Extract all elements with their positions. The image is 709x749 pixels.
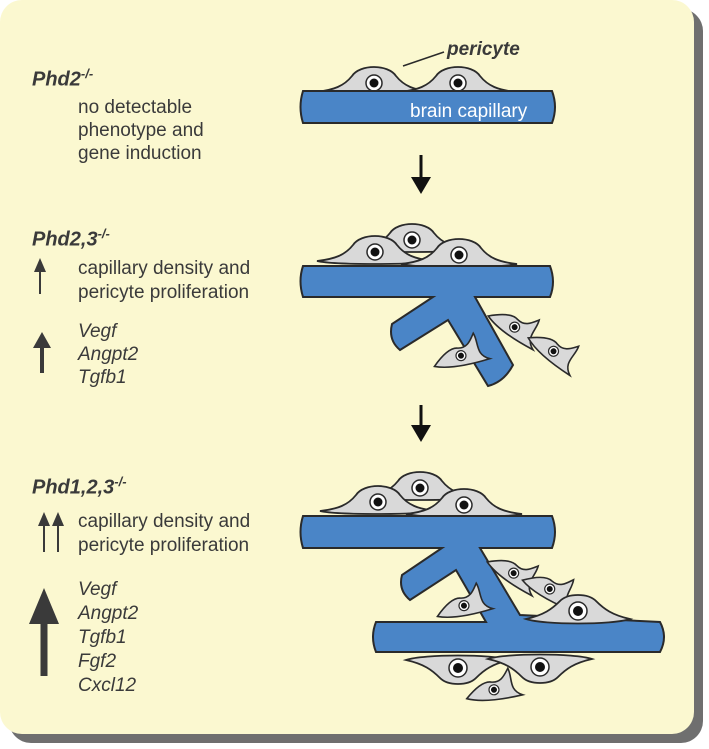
pericyte-label: pericyte — [446, 39, 520, 60]
genotype-label-3: Phd1,2,3-/- — [32, 474, 127, 499]
phenotype-text-3a: capillary density and — [78, 511, 251, 532]
brain-capillary-double-branched — [299, 515, 665, 653]
arrow-up-medium-icon — [33, 332, 51, 373]
phenotype-text-1b: phenotype and — [78, 120, 204, 141]
capillary-row-3 — [299, 471, 665, 704]
gene-2-tgfb1: Tgfb1 — [78, 367, 127, 388]
phenotype-text-2b: pericyte proliferation — [78, 282, 250, 303]
double-arrow-up-icon — [38, 512, 64, 552]
phenotype-text-2a: capillary density and — [78, 258, 251, 279]
genotype-label-2: Phd2,3-/- — [32, 226, 110, 251]
phenotype-text-1a: no detectable — [78, 97, 193, 118]
gene-3-tgfb1: Tgfb1 — [78, 627, 127, 648]
gene-2-vegf: Vegf — [78, 321, 117, 342]
arrow-down-icon — [411, 405, 431, 442]
capillary-row-2 — [299, 223, 589, 388]
capillary-row-1 — [299, 51, 556, 124]
brain-capillary-label: brain capillary — [410, 101, 528, 122]
gene-3-vegf: Vegf — [78, 579, 117, 600]
gene-3-cxcl12: Cxcl12 — [78, 675, 137, 696]
brain-capillary — [299, 90, 556, 124]
arrow-up-large-icon — [29, 588, 59, 676]
gene-3-fgf2: Fgf2 — [78, 651, 117, 672]
arrow-up-small-icon — [34, 258, 46, 294]
phenotype-text-1c: gene induction — [78, 143, 202, 164]
arrow-down-icon — [411, 155, 431, 194]
pericyte-pointer-line — [402, 51, 445, 67]
genotype-label-1: Phd2-/- — [32, 66, 94, 91]
gene-2-angpt2: Angpt2 — [78, 344, 139, 365]
pericyte-cell — [525, 594, 631, 625]
phenotype-text-3b: pericyte proliferation — [78, 535, 250, 556]
gene-3-angpt2: Angpt2 — [78, 603, 139, 624]
